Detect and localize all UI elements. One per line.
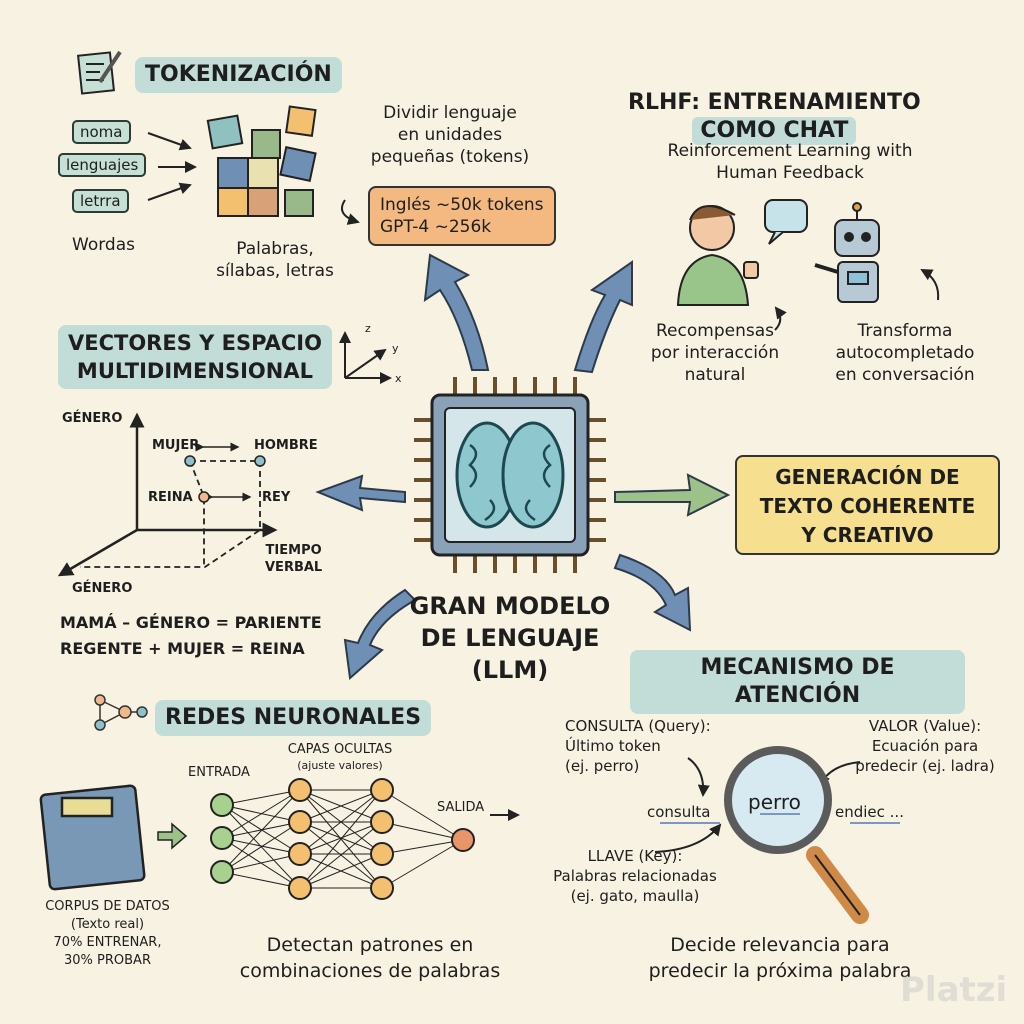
chat-bubble-icon — [764, 199, 808, 245]
point-hombre — [254, 455, 266, 467]
network-edge — [381, 839, 464, 855]
token-perro: perro — [748, 790, 801, 814]
point-reina — [198, 491, 210, 503]
arrow-to-generation — [614, 473, 731, 517]
label-rey: REY — [262, 490, 291, 505]
network-node — [288, 810, 312, 834]
network-edge — [221, 789, 301, 839]
axis-z-label: z — [365, 322, 371, 335]
network-edge — [299, 853, 383, 889]
network-node — [210, 793, 234, 817]
words-caption: Wordas — [72, 235, 135, 255]
puzzle-pieces-icon — [206, 105, 317, 217]
corpus-caption: CORPUS DE DATOS(Texto real)70% ENTRENAR,… — [45, 899, 170, 968]
platzi-watermark: Platzi — [900, 970, 1008, 1010]
network-edge — [299, 821, 383, 855]
notepad-icon — [77, 50, 122, 95]
network-edge — [221, 871, 301, 889]
network-node — [451, 828, 475, 852]
book-icon — [39, 784, 146, 891]
input-label: ENTRADA — [188, 765, 250, 780]
word-token: lenguajes — [58, 153, 147, 177]
network-node — [210, 860, 234, 884]
network-edge — [381, 821, 464, 841]
network-edge — [221, 853, 301, 873]
network-edge — [221, 837, 301, 855]
chip-brain-icon — [414, 377, 606, 573]
axis-genero-vertical: GÉNERO — [62, 411, 123, 426]
label-mujer: MUJER — [152, 438, 200, 453]
robot-icon — [814, 202, 880, 303]
arrow-to-tokenization — [423, 253, 490, 371]
network-node — [210, 826, 234, 850]
point-mujer — [184, 455, 196, 467]
neural-title: REDES NEURONALES — [155, 700, 432, 736]
network-edge — [381, 789, 464, 841]
network-edge — [221, 821, 301, 873]
attention-key: LLAVE (Key):Palabras relacionadas(ej. ga… — [553, 847, 717, 905]
network-edge — [221, 789, 301, 873]
network-edge — [299, 789, 383, 889]
arrow-book-to-input — [157, 822, 188, 850]
output-label: SALIDA — [437, 800, 485, 815]
axis-y-label: y — [392, 342, 399, 355]
axes-icon — [339, 331, 392, 384]
magnifier-icon — [660, 746, 900, 924]
network-node — [288, 842, 312, 866]
hidden-label: CAPAS OCULTAS(ajuste valores) — [287, 742, 393, 772]
token-consulta: consulta — [647, 803, 711, 821]
axis-genero-depth: GÉNERO — [72, 581, 133, 596]
pieces-caption: Palabras,sílabas, letras — [216, 239, 334, 281]
network-edge — [221, 821, 301, 839]
neural-net-small-icon — [94, 694, 148, 731]
attention-title: MECANISMO DE ATENCIÓN — [630, 650, 965, 714]
network-edge — [381, 839, 464, 889]
word-token: noma — [72, 120, 131, 144]
network-edge — [299, 821, 383, 889]
network-node — [370, 810, 394, 834]
label-reina: REINA — [148, 490, 193, 505]
vector-space-diagram — [57, 412, 278, 577]
axis-x-label: x — [395, 372, 402, 385]
tokenization-title: TOKENIZACIÓN — [135, 57, 342, 93]
network-edge — [299, 789, 383, 855]
network-edge — [221, 789, 301, 806]
network-node — [288, 778, 312, 802]
person-icon — [676, 205, 759, 306]
arrow-to-neural — [343, 588, 417, 680]
network-node — [370, 842, 394, 866]
label-hombre: HOMBRE — [254, 438, 318, 453]
neural-network-diagram — [210, 778, 475, 900]
arrow-to-rlhf — [573, 260, 633, 374]
network-edge — [299, 789, 383, 823]
network-node — [370, 876, 394, 900]
attention-query: CONSULTA (Query):Último token(ej. perro) — [565, 717, 711, 775]
network-node — [370, 778, 394, 802]
network-node — [288, 876, 312, 900]
token-endiec: endiec ... — [835, 803, 904, 821]
arrow-to-vectors — [315, 474, 406, 512]
arrow-to-attention — [613, 553, 692, 632]
word-token: letrra — [72, 189, 129, 213]
